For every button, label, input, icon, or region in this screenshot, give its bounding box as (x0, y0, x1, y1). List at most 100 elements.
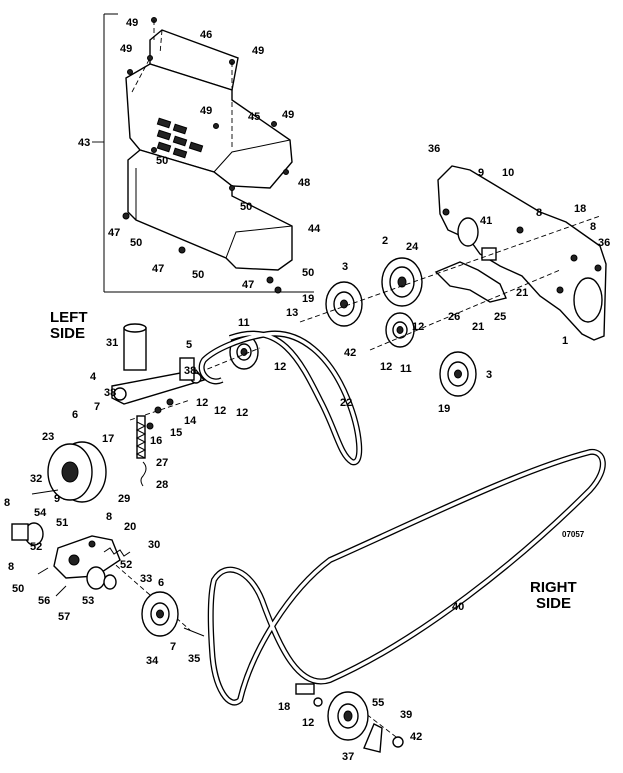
callout-label-18: 18 (574, 203, 586, 215)
callout-label-12: 12 (274, 361, 286, 373)
callout-label-38: 38 (104, 387, 116, 399)
pulley-part-3-lower (439, 351, 477, 397)
left-side-label-line2: SIDE (50, 325, 85, 342)
callout-label-23: 23 (42, 431, 54, 443)
callout-label-4: 4 (90, 371, 97, 383)
callout-label-12: 12 (214, 405, 226, 417)
callout-label-29: 29 (118, 493, 130, 505)
callout-label-3: 3 (342, 261, 348, 273)
callout-label-6: 6 (158, 577, 164, 589)
callout-label-12: 12 (196, 397, 208, 409)
callout-label-49: 49 (120, 43, 132, 55)
callout-label-57: 57 (58, 611, 70, 623)
callout-label-8: 8 (8, 561, 14, 573)
pulley-part-11-right (385, 312, 415, 348)
callout-label-8: 8 (536, 207, 542, 219)
callout-label-33: 33 (140, 573, 152, 585)
pulley-part-34 (141, 591, 205, 637)
left-side-label-line1: LEFT (50, 309, 88, 326)
callout-label-11: 11 (400, 363, 412, 375)
callout-label-13: 13 (286, 307, 298, 319)
callout-label-26: 26 (448, 311, 460, 323)
callout-label-50: 50 (192, 269, 204, 281)
callout-label-47: 47 (108, 227, 120, 239)
callout-label-51: 51 (56, 517, 68, 529)
callout-label-7: 7 (94, 401, 100, 413)
callout-label-24: 24 (406, 241, 419, 253)
idler-arm-assembly (111, 323, 206, 487)
callout-label-39: 39 (400, 709, 412, 721)
callout-label-52: 52 (30, 541, 42, 553)
right-side-label-line2: SIDE (536, 595, 571, 612)
callout-label-49: 49 (200, 105, 212, 117)
callout-label-49: 49 (282, 109, 294, 121)
callout-label-2: 2 (382, 235, 388, 247)
callout-label-12: 12 (236, 407, 248, 419)
callout-label-16: 16 (150, 435, 162, 447)
callout-label-8: 8 (4, 497, 10, 509)
callout-label-43: 43 (78, 137, 90, 149)
upper-shield-part-45 (125, 63, 293, 189)
callout-label-49: 49 (252, 45, 264, 57)
bracket-part-25 (434, 261, 507, 303)
callout-label-50: 50 (240, 201, 252, 213)
callout-label-45: 45 (248, 111, 260, 123)
callout-label-21: 21 (472, 321, 484, 333)
callout-label-9: 9 (478, 167, 484, 179)
callout-label-25: 25 (494, 311, 506, 323)
callout-label-50: 50 (302, 267, 314, 279)
callout-label-15: 15 (170, 427, 182, 439)
lower-shield-part-44 (127, 149, 293, 271)
callout-label-46: 46 (200, 29, 212, 41)
pulley-part-37 (295, 683, 404, 753)
callout-label-10: 10 (502, 167, 514, 179)
right-side-label-line1: RIGHT (530, 579, 577, 596)
callout-label-12: 12 (412, 321, 424, 333)
callout-label-56: 56 (38, 595, 50, 607)
callout-label-52: 52 (120, 559, 132, 571)
callout-label-38: 38 (184, 365, 196, 377)
callout-label-50: 50 (12, 583, 24, 595)
callout-label-30: 30 (148, 539, 160, 551)
callout-label-27: 27 (156, 457, 168, 469)
callout-label-8: 8 (106, 511, 112, 523)
lower-idler-assembly (11, 522, 131, 597)
clutch-part-23 (31, 441, 107, 503)
callout-label-31: 31 (106, 337, 118, 349)
pulley-part-3-upper (325, 281, 363, 327)
callout-label-55: 55 (372, 697, 384, 709)
callout-label-11: 11 (238, 317, 250, 329)
callout-label-22: 22 (340, 397, 352, 409)
callout-label-6: 6 (72, 409, 78, 421)
callout-label-44: 44 (308, 223, 321, 235)
callout-label-41: 41 (480, 215, 492, 227)
callout-label-20: 20 (124, 521, 136, 533)
callout-label-12: 12 (380, 361, 392, 373)
callout-label-17: 17 (102, 433, 114, 445)
callout-label-50: 50 (156, 155, 168, 167)
callout-label-37: 37 (342, 751, 354, 763)
callout-label-19: 19 (302, 293, 314, 305)
callout-label-18: 18 (278, 701, 290, 713)
callout-label-50: 50 (130, 237, 142, 249)
callout-label-1: 1 (562, 335, 568, 347)
callout-label-12: 12 (302, 717, 314, 729)
callout-label-19: 19 (438, 403, 450, 415)
callout-label-32: 32 (30, 473, 42, 485)
callout-label-35: 35 (188, 653, 200, 665)
drawing-number: 07057 (562, 530, 585, 539)
callout-label-47: 47 (152, 263, 164, 275)
callout-label-3: 3 (486, 369, 492, 381)
callout-label-34: 34 (146, 655, 159, 667)
callout-label-48: 48 (298, 177, 310, 189)
callout-label-5: 5 (186, 339, 192, 351)
callout-label-28: 28 (156, 479, 168, 491)
callout-label-49: 49 (126, 17, 138, 29)
callout-label-42: 42 (410, 731, 422, 743)
callout-label-9: 9 (54, 493, 60, 505)
frame-plate-part-1 (437, 165, 607, 341)
callout-label-8: 8 (590, 221, 596, 233)
